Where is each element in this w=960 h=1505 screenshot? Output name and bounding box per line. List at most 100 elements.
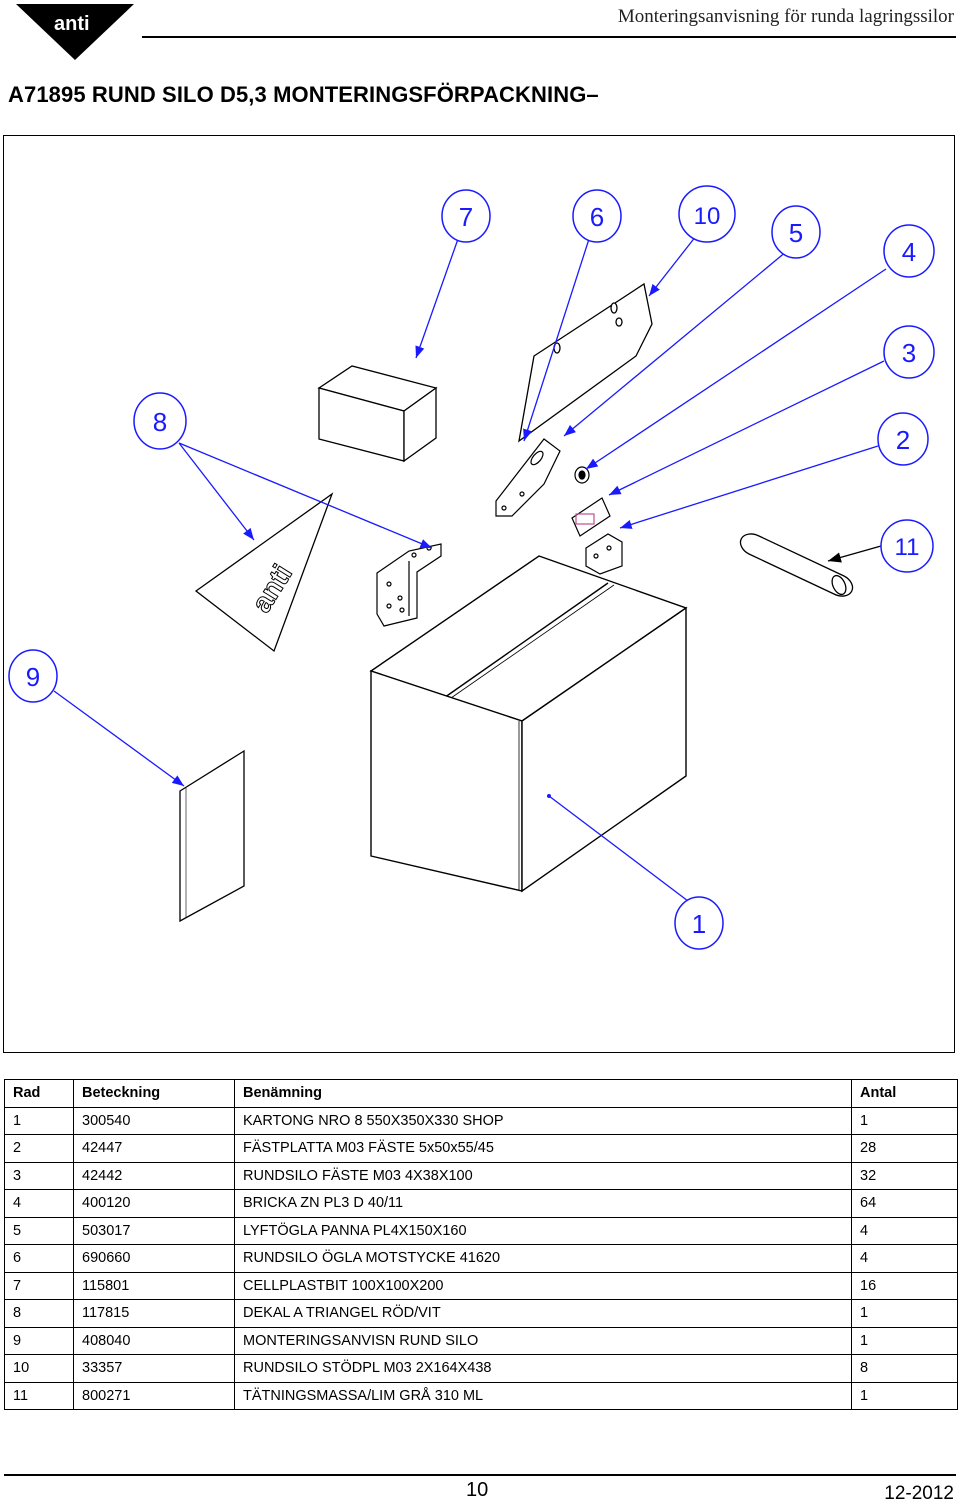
balloon-3-label: 3 (902, 338, 916, 368)
balloon-7 (441, 189, 491, 243)
company-logo: anti (14, 2, 136, 62)
cell-antal: 1 (851, 1381, 958, 1410)
leader-lines (53, 235, 887, 902)
balloon-1-label: 1 (692, 909, 706, 939)
foam-block-part (317, 365, 438, 463)
cell-beteckning: 33357 (73, 1354, 235, 1383)
washer-part (574, 466, 590, 484)
balloon-6-label: 6 (590, 202, 604, 232)
cell-antal: 1 (851, 1106, 958, 1135)
cell-beteckning: 42447 (73, 1134, 235, 1163)
balloon-3 (883, 325, 935, 379)
cell-rad: 3 (4, 1161, 74, 1190)
header-rule (142, 36, 956, 38)
corner-bracket-part (376, 543, 442, 627)
balloon-2-label: 2 (896, 425, 910, 455)
balloon-8-label: 8 (153, 407, 167, 437)
table-header-row: Rad Beteckning Benämning Antal (4, 1079, 958, 1108)
cell-rad: 9 (4, 1326, 74, 1355)
svg-text:anti: anti (54, 13, 90, 35)
cell-beteckning: 117815 (73, 1299, 235, 1328)
balloon-11 (880, 519, 934, 573)
column-header-benamning: Benämning (234, 1079, 852, 1108)
cell-rad: 5 (4, 1216, 74, 1245)
cell-beteckning: 300540 (73, 1106, 235, 1135)
cell-benamning: MONTERINGSANVISN RUND SILO (234, 1326, 852, 1355)
cell-antal: 64 (851, 1189, 958, 1218)
cell-beteckning: 800271 (73, 1381, 235, 1410)
cell-rad: 10 (4, 1354, 74, 1383)
balloon-1 (674, 896, 724, 950)
cell-rad: 11 (4, 1381, 74, 1410)
balloon-4-label: 4 (902, 237, 916, 267)
balloon-5 (771, 205, 821, 259)
cell-benamning: BRICKA ZN PL3 D 40/11 (234, 1189, 852, 1218)
sealant-tube-part (739, 533, 854, 597)
cell-beteckning: 115801 (73, 1271, 235, 1300)
cell-rad: 6 (4, 1244, 74, 1273)
balloon-6 (572, 189, 622, 243)
balloon-10-label: 10 (694, 203, 721, 230)
balloon-7-label: 7 (459, 202, 473, 232)
balloon-5-label: 5 (789, 218, 803, 248)
fastening-plate-part (585, 533, 623, 575)
footer-rule (4, 1474, 956, 1476)
cell-benamning: TÄTNINGSMASSA/LIM GRÅ 310 ML (234, 1381, 852, 1410)
document-title: A71895 RUND SILO D5,3 MONTERINGSFÖRPACKN… (8, 82, 599, 107)
balloon-8 (133, 392, 187, 450)
balloon-9-label: 9 (26, 662, 40, 692)
cell-beteckning: 400120 (73, 1189, 235, 1218)
cell-benamning: DEKAL A TRIANGEL RÖD/VIT (234, 1299, 852, 1328)
cell-antal: 28 (851, 1134, 958, 1163)
cell-beteckning: 503017 (73, 1216, 235, 1245)
lifting-eye-part (495, 438, 561, 517)
page-date: 12-2012 (884, 1483, 954, 1504)
cell-rad: 1 (4, 1106, 74, 1135)
cell-benamning: KARTONG NRO 8 550X350X330 SHOP (234, 1106, 852, 1135)
cell-beteckning: 42442 (73, 1161, 235, 1190)
balloon-4 (883, 224, 935, 278)
column-header-rad: Rad (4, 1079, 74, 1108)
page-number: 10 (466, 1479, 489, 1501)
balloon-9 (8, 649, 58, 703)
assembly-manual-part (179, 749, 245, 923)
balloon-10 (678, 185, 736, 243)
column-header-beteckning: Beteckning (73, 1079, 235, 1108)
cell-benamning: LYFTÖGLA PANNA PL4X150X160 (234, 1216, 852, 1245)
balloon-11-label: 11 (895, 534, 920, 561)
cell-benamning: RUNDSILO ÖGLA MOTSTYCKE 41620 (234, 1244, 852, 1273)
header-title: Monteringsanvisning för runda lagringssi… (617, 6, 954, 27)
cell-benamning: RUNDSILO STÖDPL M03 2X164X438 (234, 1354, 852, 1383)
cardboard-box-part (369, 555, 688, 893)
cell-beteckning: 690660 (73, 1244, 235, 1273)
triangle-decal-part: anti (194, 492, 334, 653)
cell-rad: 7 (4, 1271, 74, 1300)
cell-rad: 2 (4, 1134, 74, 1163)
cell-benamning: CELLPLASTBIT 100X100X200 (234, 1271, 852, 1300)
cell-rad: 4 (4, 1189, 74, 1218)
cell-beteckning: 408040 (73, 1326, 235, 1355)
cell-antal: 32 (851, 1161, 958, 1190)
cell-antal: 1 (851, 1326, 958, 1355)
silo-bracket-part (571, 497, 611, 537)
cell-benamning: RUNDSILO FÄSTE M03 4X38X100 (234, 1161, 852, 1190)
tube-leader-line (827, 545, 882, 563)
cell-antal: 8 (851, 1354, 958, 1383)
exploded-view-drawing: anti 7 6 10 5 (3, 135, 955, 1053)
balloon-2 (877, 412, 929, 466)
cell-benamning: FÄSTPLATTA M03 FÄSTE 5x50x55/45 (234, 1134, 852, 1163)
cell-antal: 4 (851, 1216, 958, 1245)
column-header-antal: Antal (851, 1079, 958, 1108)
